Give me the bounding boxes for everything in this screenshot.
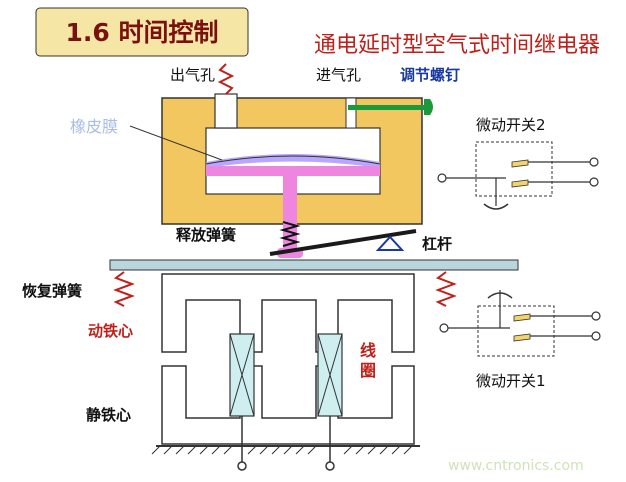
exhaust-spring (217, 63, 235, 95)
ms2-terminal-lower (589, 177, 599, 187)
micro-switch-1-box (477, 305, 555, 357)
ms2-terminal-left (437, 173, 447, 183)
release-spring (279, 221, 301, 247)
ms1-contact-lower (513, 333, 531, 342)
title-badge (35, 7, 249, 57)
base-hatch (151, 445, 413, 455)
piston-plate (206, 166, 380, 176)
exhaust-tube (214, 93, 238, 129)
static-core-label: 静铁心 (86, 406, 131, 424)
moving-core-label: 动铁心 (88, 322, 133, 340)
ms1-terminal-left (439, 323, 449, 333)
exhaust-hole-label: 出气孔 (170, 66, 215, 84)
coil-label-2: 圈 (360, 361, 376, 380)
lever-pivot (375, 235, 405, 251)
coil-left (229, 333, 255, 417)
lever (269, 229, 417, 256)
micro-switch-2-label: 微动开关2 (476, 116, 546, 134)
membrane-pointer (129, 125, 223, 161)
ms2-contact-upper (511, 159, 529, 168)
micro-switch-1-label: 微动开关1 (476, 372, 546, 390)
ms1-terminal-upper (591, 311, 601, 321)
ms2-contact-lower (511, 179, 529, 188)
watermark: www.cntronics.com (448, 458, 584, 474)
coil-right (317, 333, 343, 417)
piston-label: 活塞 (307, 176, 337, 194)
coil-terminal-right (325, 461, 335, 471)
armature-plate (109, 259, 519, 271)
coil-terminal-left (237, 461, 247, 471)
micro-switch-2-box (475, 141, 553, 197)
static-core (161, 365, 415, 445)
coil-label-1: 线 (360, 341, 376, 360)
adjust-screw-shaft (348, 105, 424, 110)
ms2-actuator (483, 203, 509, 210)
lever-label: 杠杆 (422, 235, 452, 253)
adjust-screw-head (424, 99, 433, 115)
adjust-screw-label: 调节螺钉 (400, 66, 460, 84)
reset-spring-right (435, 271, 457, 307)
membrane-outline (205, 155, 381, 165)
ms2-terminal-upper (589, 157, 599, 167)
intake-hole-label: 进气孔 (316, 66, 361, 84)
rubber-membrane-label: 橡皮膜 (70, 117, 118, 136)
ms1-contact-upper (513, 313, 531, 322)
subtitle: 通电延时型空气式时间继电器 (314, 33, 600, 58)
release-spring-label: 释放弹簧 (176, 226, 236, 244)
section-title: 1.6 时间控制 (66, 18, 219, 47)
reset-spring-label: 恢复弹簧 (22, 282, 82, 300)
intake-passage (345, 97, 357, 129)
reset-spring-left (113, 271, 135, 307)
ms1-terminal-lower (591, 331, 601, 341)
moving-core (161, 273, 415, 353)
